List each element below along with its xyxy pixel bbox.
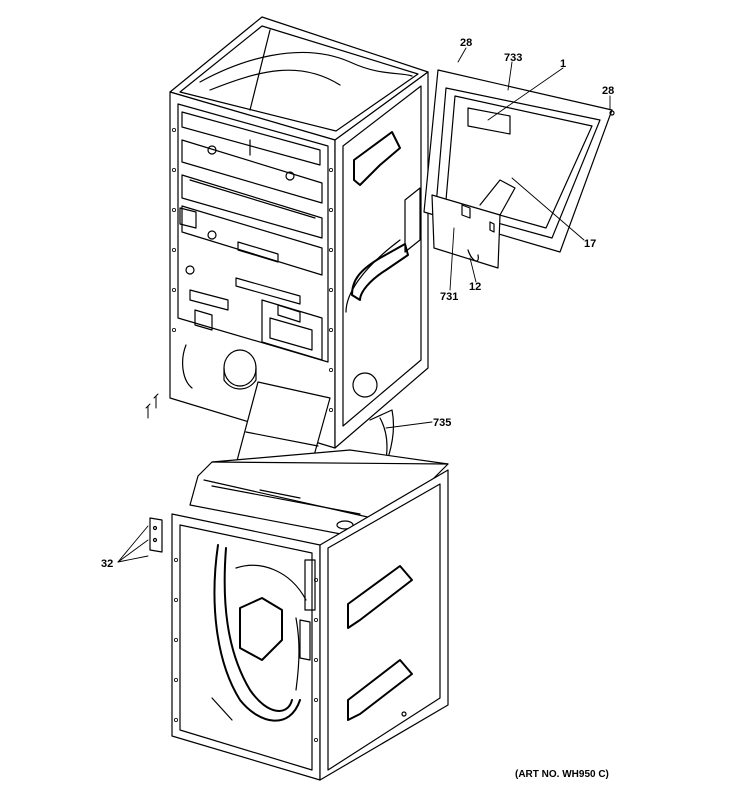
callout-1: 1: [560, 58, 566, 70]
cabinet-rivets: [171, 127, 333, 412]
leader-lines: [117, 47, 611, 563]
upper-dryer-cabinet: [145, 16, 429, 449]
callout-735: 735: [433, 417, 451, 429]
callout-labels: 28 733 1 28 17 731 12 735 32 (ART NO. WH…: [101, 37, 614, 780]
washer-rivets: [173, 558, 318, 743]
lower-washer-cabinet: [149, 449, 449, 781]
callout-28-right: 28: [602, 85, 614, 97]
callout-17: 17: [584, 238, 596, 250]
callout-733: 733: [504, 52, 522, 64]
callout-32: 32: [101, 558, 113, 570]
art-number: (ART NO. WH950 C): [515, 769, 609, 780]
loose-screws: [145, 393, 159, 419]
callout-12: 12: [469, 281, 481, 293]
bracket-731: [431, 179, 516, 269]
callout-28-top: 28: [460, 37, 472, 49]
callout-731: 731: [440, 291, 458, 303]
